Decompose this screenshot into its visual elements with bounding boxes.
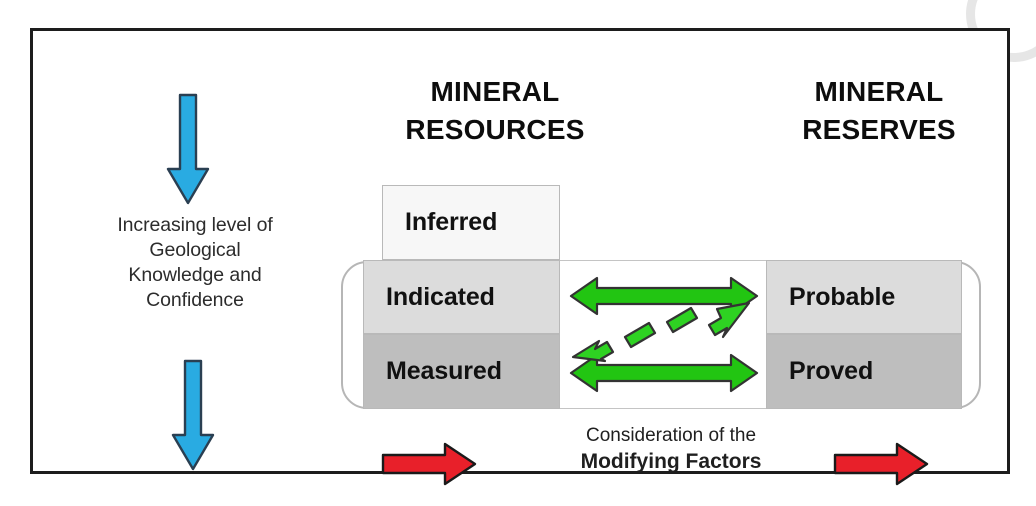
- caption-line-4: Confidence: [146, 289, 244, 311]
- resource-label-inferred: Inferred: [405, 208, 498, 236]
- resource-label-measured: Measured: [386, 357, 502, 385]
- blue-down-arrow-bottom: [171, 359, 215, 471]
- indicated-to-probable-arrow: [569, 276, 759, 316]
- modifying-factors-line-1: Consideration of the: [585, 425, 757, 446]
- caption-line-3: Knowledge and: [128, 264, 262, 286]
- mineral-reserves-heading: MINERAL RESERVES: [745, 73, 1013, 149]
- caption-line-2: Geological: [149, 239, 241, 261]
- caption-line-1: Increasing level of: [117, 214, 273, 236]
- resource-label-indicated: Indicated: [386, 282, 495, 311]
- mineral-resources-heading: MINERAL RESOURCES: [361, 73, 629, 149]
- modifying-factors-arrow-right: [833, 442, 929, 486]
- modifying-factors-caption: Consideration of the Modifying Factors: [525, 423, 817, 475]
- reserve-label-probable: Probable: [789, 282, 896, 311]
- heading-resources-line-2: RESOURCES: [405, 114, 585, 145]
- blue-down-arrow-top: [166, 93, 210, 205]
- diagram-frame: Increasing level of Geological Knowledge…: [30, 28, 1013, 486]
- modifying-factors-arrow-left: [381, 442, 477, 486]
- resource-cell-indicated[interactable]: Indicated: [363, 260, 560, 334]
- resource-cell-measured[interactable]: Measured: [363, 334, 560, 409]
- reserve-cell-proved[interactable]: Proved: [766, 334, 962, 409]
- resource-cell-inferred[interactable]: Inferred: [382, 185, 560, 260]
- heading-resources-line-1: MINERAL: [430, 76, 560, 107]
- geological-confidence-caption: Increasing level of Geological Knowledge…: [75, 213, 315, 313]
- modifying-factors-line-2: Modifying Factors: [580, 450, 762, 473]
- measured-to-probable-dashed-arrow: [571, 301, 751, 363]
- reserve-label-proved: Proved: [789, 357, 874, 385]
- heading-reserves-line-2: RESERVES: [802, 114, 956, 145]
- heading-reserves-line-1: MINERAL: [814, 76, 944, 107]
- reserve-cell-probable[interactable]: Probable: [766, 260, 962, 334]
- measured-to-proved-arrow: [569, 353, 759, 393]
